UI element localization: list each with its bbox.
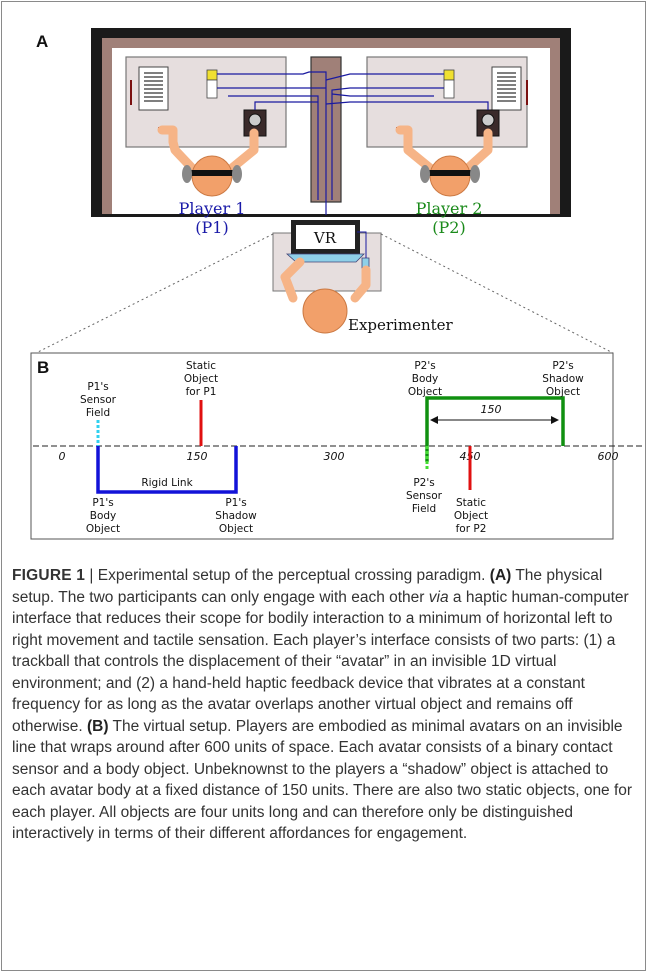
p1-shadow-label-2: Shadow	[215, 510, 257, 522]
player2-left-arm	[395, 125, 435, 173]
player2-name: Player 2	[416, 199, 483, 218]
player1-earcup-right	[232, 165, 242, 183]
player2-indicator-light	[443, 69, 455, 81]
caption-separator: |	[89, 567, 94, 584]
player1-abbr: (P1)	[195, 218, 228, 237]
tick-label: 0	[59, 450, 66, 463]
static-p1-label-1: Static	[186, 360, 216, 372]
figure-caption: FIGURE 1 | Experimental setup of the per…	[12, 565, 638, 845]
p2-sensor-label-2: Sensor	[406, 490, 443, 502]
p1-rigid-link	[96, 446, 238, 494]
caption-title: Experimental setup of the perceptual cro…	[97, 567, 486, 584]
vr-label: VR	[313, 229, 337, 247]
static-p2-label-3: for P2	[456, 523, 487, 535]
static-p2-label-1: Static	[456, 497, 486, 509]
caption-a-text-2: a haptic human-computer interface that r…	[12, 588, 629, 735]
p2-shadow-label-3: Object	[546, 386, 580, 398]
experimenter-station: VR Experimenter	[272, 220, 454, 334]
caption-b-text: The virtual setup. Players are embodied …	[12, 717, 633, 843]
player2-earcup-left	[420, 165, 430, 183]
player1-headband	[188, 170, 236, 176]
player1-earcup-left	[182, 165, 192, 183]
p2-sensor-label-1: P2's	[413, 477, 434, 489]
player1-pen-icon	[130, 80, 132, 105]
figure-1: A	[30, 28, 645, 540]
panel-b-ref: (B)	[86, 717, 109, 735]
tick-label: 150	[187, 450, 208, 463]
player2-indicator-base	[443, 79, 455, 99]
arrowhead-right	[551, 416, 559, 424]
player2-abbr: (P2)	[432, 218, 465, 237]
p1-body-label-3: Object	[86, 523, 120, 535]
panel-b-label: B	[37, 358, 49, 377]
static-p2-label-2: Object	[454, 510, 488, 522]
panel-a-label: A	[36, 32, 48, 51]
zoom-line-right	[380, 233, 614, 354]
p1-body-label-1: P1's	[92, 497, 113, 509]
p1-sensor-label-2: Sensor	[80, 394, 117, 406]
arrowhead-left	[430, 416, 438, 424]
p2-sensor-label-3: Field	[412, 503, 436, 515]
tick-label: 300	[324, 450, 345, 463]
p1-shadow-label-3: Object	[219, 523, 253, 535]
caption-via: via	[428, 588, 449, 606]
p1-body-label-2: Body	[90, 510, 117, 522]
p2-rigid-link	[425, 396, 565, 462]
static-p1-label-2: Object	[184, 373, 218, 385]
player1-indicator-light	[206, 69, 218, 81]
player2-right-arm	[463, 128, 493, 173]
figure-number: FIGURE 1	[12, 567, 86, 584]
p1-shadow-label-1: P1's	[225, 497, 246, 509]
static-p1-label-3: for P1	[186, 386, 217, 398]
player1-indicator-base	[206, 79, 218, 99]
p2-body-label-1: P2's	[414, 360, 435, 372]
player1-trackball-ball	[248, 113, 262, 127]
p2-body-label-2: Body	[412, 373, 439, 385]
zoom-line-left	[35, 233, 274, 354]
experimenter-label: Experimenter	[348, 316, 454, 334]
player2-trackball-ball	[481, 113, 495, 127]
keyboard	[285, 253, 365, 263]
p1-sensor-label-1: P1's	[87, 381, 108, 393]
experimenter-left-arm	[280, 257, 305, 303]
caption-a-text-1: The physical setup. The two participants…	[12, 567, 603, 606]
p2-shadow-label-1: P2's	[552, 360, 573, 372]
rigid-link-label: Rigid Link	[141, 477, 193, 489]
vr-monitor-screen	[296, 225, 355, 249]
player2-earcup-right	[470, 165, 480, 183]
player1-left-arm	[157, 125, 197, 173]
distance-label: 150	[481, 403, 502, 416]
p2-shadow-label-2: Shadow	[542, 373, 584, 385]
player1-right-arm	[227, 128, 259, 173]
wiring	[217, 71, 489, 215]
p1-sensor-label-3: Field	[86, 407, 110, 419]
player2-pen-icon	[526, 80, 528, 105]
tick-label: 600	[598, 450, 619, 463]
p2-body-label-3: Object	[408, 386, 442, 398]
experimenter-head	[302, 288, 348, 334]
mouse-cable	[357, 231, 367, 258]
panel-a-ref: (A)	[489, 567, 512, 584]
player1-name: Player 1	[179, 199, 246, 218]
experimenter-right-arm	[350, 265, 371, 303]
player2-station	[366, 56, 528, 197]
player2-headband	[426, 170, 474, 176]
